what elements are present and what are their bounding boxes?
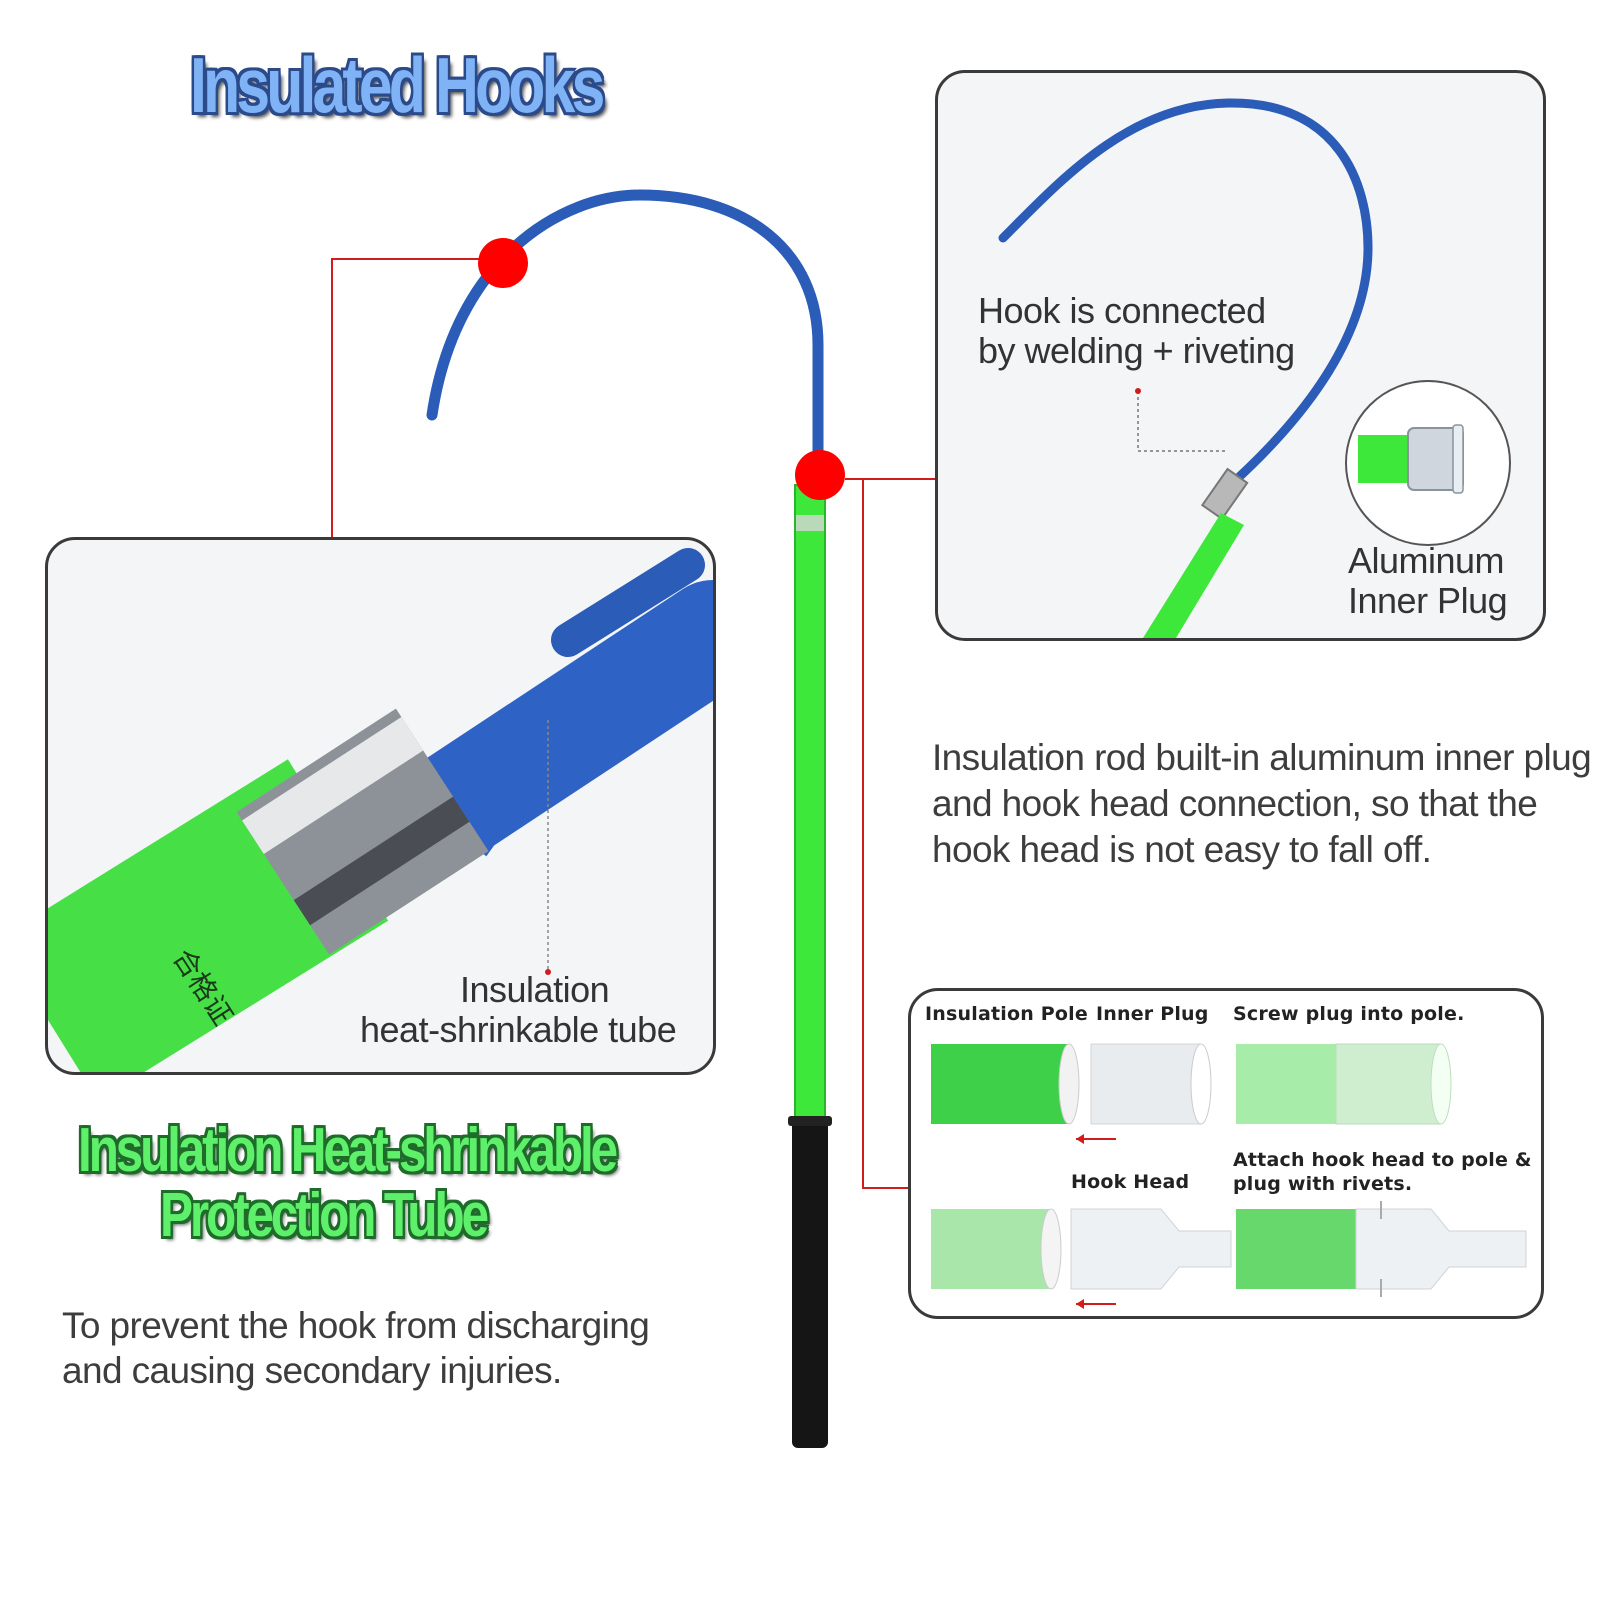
pole-shaft [794,484,826,1126]
leader-line-right-top [845,478,935,480]
label-insulation-pole: Insulation Pole [925,1003,1088,1025]
description-line2: and hook head connection, so that the [932,783,1538,824]
leader-line-right-vertical [862,478,864,1188]
hook-callout-line1: Hook is connected [978,290,1266,331]
plug-label-line1: Aluminum [1348,540,1505,581]
tube-callout-line1: Insulation [460,969,610,1010]
tube-closeup-image [48,548,713,1072]
hook-connection-panel: Hook is connected by welding + riveting … [935,70,1546,641]
subtitle-line2: Protection Tube [160,1181,489,1250]
caption-line1: To prevent the hook from discharging [62,1305,650,1346]
description-line3: hook head is not easy to fall off. [932,829,1432,870]
leader-line-right-bottom [862,1187,912,1189]
label-attach-step-2: plug with rivets. [1233,1173,1413,1195]
heat-shrink-tube-panel: 合格证 Insulation heat-shrinkable tube [45,537,716,1075]
pole-band [796,515,824,531]
label-attach-step-1: Attach hook head to pole & [1233,1149,1532,1171]
assembly-steps-illustration [931,1043,1527,1309]
leader-line-left-vertical [331,258,333,538]
plug-label-line2: Inner Plug [1348,580,1508,621]
caption-line2: and causing secondary injuries. [62,1350,562,1391]
description-line1: Insulation rod built-in aluminum inner p… [932,737,1592,778]
label-inner-plug: Inner Plug [1096,1003,1209,1025]
hook-arc [426,189,824,476]
hook-closeup-image [998,98,1511,638]
label-hook-head: Hook Head [1071,1171,1190,1193]
leader-line-left-horizontal [331,258,501,260]
subtitle-line1: Insulation Heat-shrinkable [78,1116,618,1185]
marker-hook-arc [478,238,528,288]
marker-hook-joint [795,450,845,500]
assembly-diagram-panel: Insulation Pole Inner Plug Screw plug in… [908,988,1544,1319]
tube-callout-line2: heat-shrinkable tube [360,1009,677,1050]
pole-grip [792,1120,828,1448]
page-title: Insulated Hooks [190,41,605,129]
hook-callout-line2: by welding + riveting [978,330,1295,371]
label-screw-step: Screw plug into pole. [1233,1003,1465,1025]
